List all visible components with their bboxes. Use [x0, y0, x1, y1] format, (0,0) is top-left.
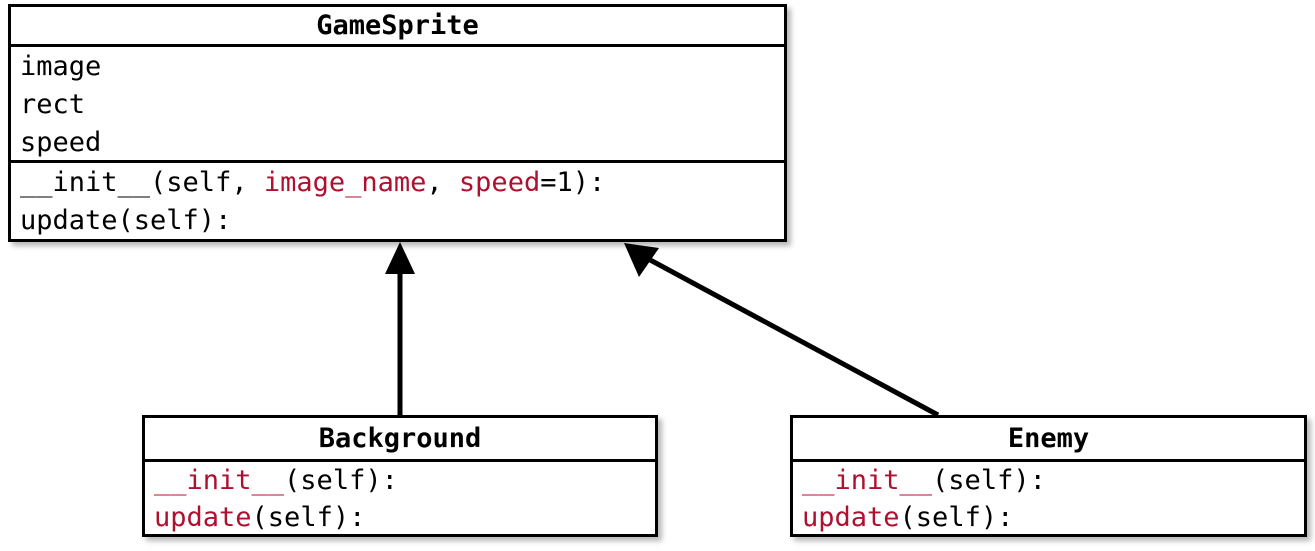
method-token: =1): — [540, 167, 606, 199]
methods-compartment-background: __init__(self): update(self): — [145, 458, 655, 534]
uml-class-background[interactable]: Background __init__(self): update(self): — [142, 415, 658, 537]
method-token: (self): — [284, 464, 398, 496]
method-row: update(self): — [11, 202, 784, 239]
generalization-line-enemy — [639, 252, 940, 418]
uml-class-gamesprite[interactable]: GameSprite image rect speed __init__(sel… — [8, 4, 787, 242]
method-token: image_name — [263, 167, 427, 199]
method-token: update(self): — [20, 205, 232, 237]
class-title-gamesprite: GameSprite — [316, 10, 479, 41]
methods-compartment-gamesprite: __init__(self, image_name, speed=1): upd… — [11, 160, 784, 239]
class-title-enemy: Enemy — [1007, 423, 1090, 454]
method-token: update — [154, 501, 252, 533]
attribute-row: speed — [20, 127, 102, 159]
method-token: (self): — [251, 501, 366, 533]
generalization-enemy-to-gamesprite — [624, 243, 940, 418]
attributes-compartment-gamesprite: image rect speed — [11, 44, 784, 160]
uml-class-enemy[interactable]: Enemy __init__(self): update(self): — [790, 415, 1307, 537]
method-token: __init__(self, — [20, 167, 264, 199]
method-token: (self): — [899, 501, 1014, 533]
method-row: update(self): — [145, 499, 655, 534]
attribute-row: image — [20, 51, 102, 83]
methods-compartment-enemy: __init__(self): update(self): — [793, 458, 1304, 534]
attribute-row: rect — [20, 89, 86, 121]
method-token: , — [426, 167, 459, 199]
method-token: __init__ — [802, 464, 933, 496]
method-token: (self): — [932, 464, 1046, 496]
method-row: update(self): — [793, 499, 1304, 534]
class-title-background: Background — [318, 423, 482, 454]
method-token: speed — [458, 167, 541, 199]
generalization-background-to-gamesprite — [385, 242, 415, 415]
generalization-arrowhead-enemy — [624, 243, 659, 277]
method-token: __init__ — [154, 464, 285, 496]
generalization-arrowhead-background — [385, 242, 415, 274]
method-row: __init__(self): — [145, 462, 655, 499]
method-token: update — [802, 501, 900, 533]
method-row: __init__(self, image_name, speed=1): — [11, 164, 784, 202]
method-row: __init__(self): — [793, 462, 1304, 499]
